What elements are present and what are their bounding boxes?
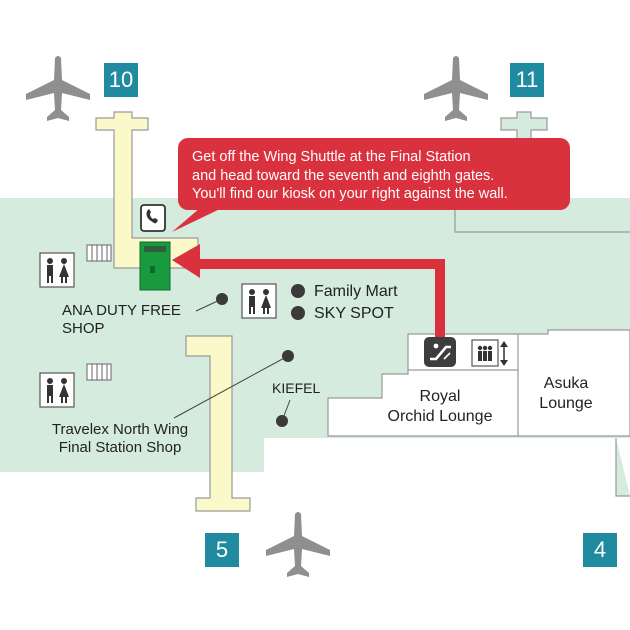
royal-orchid-lounge-label: Royal Orchid Lounge: [360, 387, 520, 427]
travelex-line-1: Travelex North Wing: [51, 421, 189, 438]
airplane-icon: [424, 56, 488, 121]
sky-spot-label: SKY SPOT: [314, 305, 394, 322]
stairs-icon: [86, 363, 112, 381]
asuka-lounge-label: Asuka Lounge: [520, 374, 612, 414]
family-mart-marker: [291, 284, 305, 298]
restroom-icon: [241, 283, 277, 319]
elevator-icon: [471, 339, 508, 367]
restroom-icon: [39, 252, 75, 288]
asuka-line-1: Asuka: [543, 375, 589, 392]
asuka-line-2: Lounge: [539, 395, 593, 412]
callout-line-1: Get off the Wing Shuttle at the Final St…: [192, 149, 471, 165]
airplane-icon: [26, 56, 90, 121]
royal-line-1: Royal: [419, 388, 461, 405]
ana-duty-free-label: ANA DUTY FREE SHOP: [62, 302, 181, 338]
royal-line-2: Orchid Lounge: [387, 408, 493, 425]
direction-callout: Get off the Wing Shuttle at the Final St…: [178, 138, 570, 210]
gate-badge-11: 11: [510, 63, 544, 97]
gate-badge-4: 4: [583, 533, 617, 567]
restroom-icon: [39, 372, 75, 408]
gate-4-stub: [615, 438, 630, 497]
callout-line-3: You'll find our kiosk on your right agai…: [192, 186, 508, 202]
kiefel-marker: [276, 399, 291, 427]
travelex-line-2: Final Station Shop: [58, 439, 182, 456]
stairs-icon: [86, 244, 112, 262]
ana-duty-free-line-2: SHOP: [62, 320, 105, 337]
callout-pointer: [172, 208, 222, 232]
lounge-block: [327, 329, 630, 437]
gate-badge-10: 10: [104, 63, 138, 97]
ana-duty-free-line-1: ANA DUTY FREE: [62, 302, 181, 319]
gate-10-corridor: [95, 111, 199, 269]
family-mart-label: Family Mart: [314, 283, 398, 300]
duty-free-kiosk: [139, 241, 171, 291]
callout-line-2: and head toward the seventh and eighth g…: [192, 167, 495, 184]
gate-badge-5: 5: [205, 533, 239, 567]
travelex-marker: [173, 350, 294, 419]
kiefel-label: KIEFEL: [272, 380, 321, 396]
gate-5-corridor: [185, 335, 251, 512]
ana-duty-free-marker: [195, 293, 228, 312]
airplane-icon: [266, 512, 330, 577]
escalator-icon: [424, 337, 456, 367]
route-arrow: [172, 244, 445, 338]
travelex-label: Travelex North Wing Final Station Shop: [40, 421, 200, 457]
telephone-icon: [140, 204, 166, 232]
sky-spot-marker: [291, 306, 305, 320]
